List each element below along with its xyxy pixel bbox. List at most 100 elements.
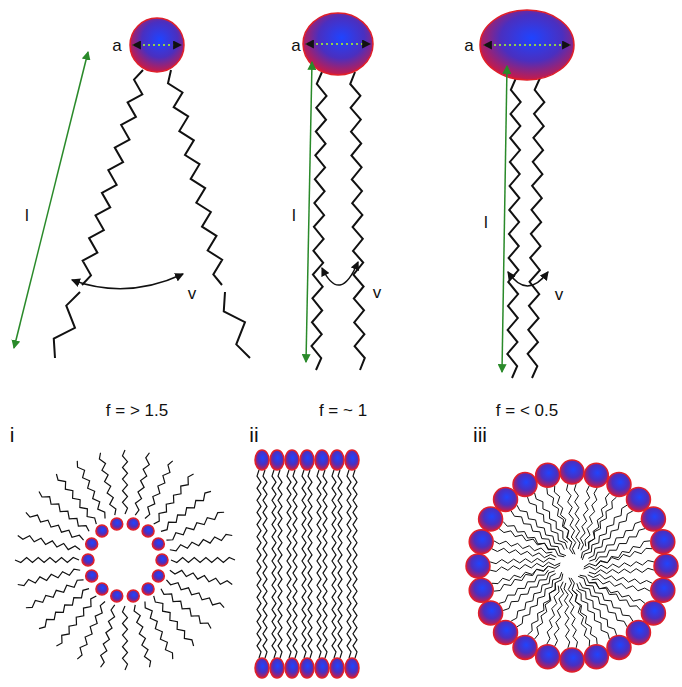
lipid-head [584, 645, 608, 669]
lipid-head [626, 620, 650, 644]
lipid-head [315, 658, 329, 678]
lipid-head [607, 473, 631, 497]
length-label: l [292, 207, 296, 224]
lipid-head [641, 507, 665, 531]
lipid-tail [166, 580, 224, 608]
lipid-head [345, 450, 359, 470]
lipid-tail [564, 583, 570, 648]
lipid-tail [170, 534, 232, 551]
lipid-head [96, 583, 108, 595]
lipid-tail [56, 474, 96, 524]
head-width-label: a [112, 37, 121, 54]
length-dimension [502, 66, 507, 372]
lipid-head [469, 530, 493, 554]
lipid-tail [589, 568, 654, 574]
lipid-head [315, 450, 329, 470]
lipid-tail [585, 488, 597, 546]
lipid-tail [317, 470, 321, 658]
lipid-head [142, 525, 154, 537]
length-dimension [14, 52, 88, 348]
lipid-head [607, 635, 631, 659]
lipid-tail [15, 558, 79, 563]
lipid-tail [101, 605, 115, 667]
lipid-tail [154, 596, 194, 646]
lipid-tail [577, 583, 617, 635]
lipid-tail [353, 470, 357, 658]
lipid-tail [580, 582, 627, 626]
lipid-head [345, 658, 359, 678]
lipid-tail [490, 562, 560, 571]
lipid-tail [571, 578, 590, 646]
lipid-tail [580, 575, 641, 610]
panel-number: i [10, 424, 15, 445]
lipid-head [127, 590, 139, 602]
lipid-tail [56, 596, 96, 646]
lipid-head [536, 463, 560, 487]
lipid-head [560, 460, 584, 484]
volume-arc [72, 274, 183, 289]
lipid-tail [134, 605, 151, 667]
lipid-tail [99, 453, 116, 515]
lipid-tail [18, 569, 80, 586]
lipid-tail [308, 470, 312, 658]
lipid-tail [123, 450, 128, 514]
lipid-tail [171, 558, 235, 563]
lipid-tail [596, 529, 645, 562]
lipid-head [156, 554, 168, 566]
lipid-tail [332, 470, 336, 658]
lipid-head [330, 658, 344, 678]
lipid-tail [350, 72, 365, 370]
lipid-tail [26, 580, 84, 608]
lipid-head [82, 554, 94, 566]
lipid-tail [272, 470, 276, 658]
lipid-head [255, 450, 269, 470]
lipid-head [130, 18, 184, 72]
head-width-dimension [484, 44, 570, 46]
lipid-tail [547, 586, 559, 644]
lipid-head [142, 583, 154, 595]
lipid-tail [166, 512, 224, 540]
lipid-tail [145, 461, 173, 519]
lipid-tail [492, 565, 560, 584]
lipid-tail [170, 570, 232, 584]
lipid-head [152, 538, 164, 550]
lipid-head [536, 645, 560, 669]
lipid-tail [26, 512, 84, 540]
lipid-tail [18, 536, 80, 550]
lipid-head [654, 554, 678, 578]
panel-number: iii [473, 424, 487, 445]
lipid-head [270, 658, 284, 678]
lipid-head [466, 554, 490, 578]
head-width-label: a [464, 37, 473, 54]
lipid-tail [168, 70, 222, 285]
volume-arc [508, 272, 548, 286]
lipid-tail [39, 491, 89, 531]
lipid-tail [554, 486, 573, 554]
packing-parameter: f = < 0.5 [496, 402, 558, 419]
lipid-tail [589, 522, 641, 562]
lipid-head [285, 658, 299, 678]
lipid-tail [528, 574, 563, 635]
lipid-head [641, 601, 665, 625]
panel-number: ii [249, 424, 258, 445]
lipid-head [479, 507, 503, 531]
volume-label: v [555, 286, 564, 303]
lipid-head [330, 450, 344, 470]
lipid-head [469, 578, 493, 602]
lipid-tail [77, 461, 105, 519]
lipid-tail [503, 522, 564, 557]
volume-arc [322, 262, 358, 285]
lipid-tail [528, 78, 545, 378]
lipid-tail [511, 574, 555, 621]
lipid-tail [490, 558, 555, 564]
micelle [466, 460, 678, 672]
lipid-tail [528, 497, 568, 549]
packing-parameter: f = ~ 1 [319, 402, 367, 419]
lipid-head [584, 463, 608, 487]
lipid-tail [224, 292, 250, 358]
lipid-head [285, 450, 299, 470]
lipid-head [255, 658, 269, 678]
lipid-head [111, 518, 123, 530]
lipid-tail [287, 470, 291, 658]
lipid-tail [145, 601, 173, 659]
